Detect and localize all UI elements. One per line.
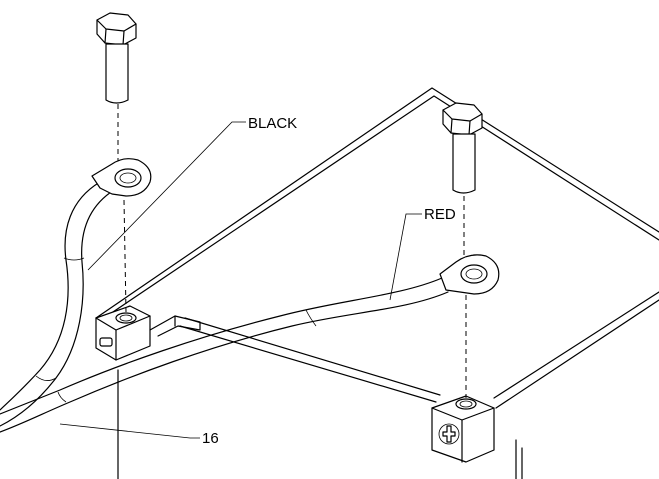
- black-leader-line: [87, 121, 246, 271]
- red-wire-label: RED: [424, 206, 456, 223]
- battery-plate: [95, 87, 659, 479]
- part-number-label: 16: [202, 430, 219, 447]
- left-terminal: [95, 305, 201, 361]
- left-terminal-axis: [123, 199, 127, 313]
- part-16-leader-line: [59, 423, 200, 439]
- left-bolt: [96, 12, 137, 104]
- black-cable: [0, 158, 152, 427]
- black-wire-label: BLACK: [248, 115, 297, 132]
- red-leader-line: [389, 213, 422, 301]
- red-cable: [0, 254, 500, 433]
- right-bolt: [442, 102, 483, 194]
- right-terminal: [431, 395, 495, 463]
